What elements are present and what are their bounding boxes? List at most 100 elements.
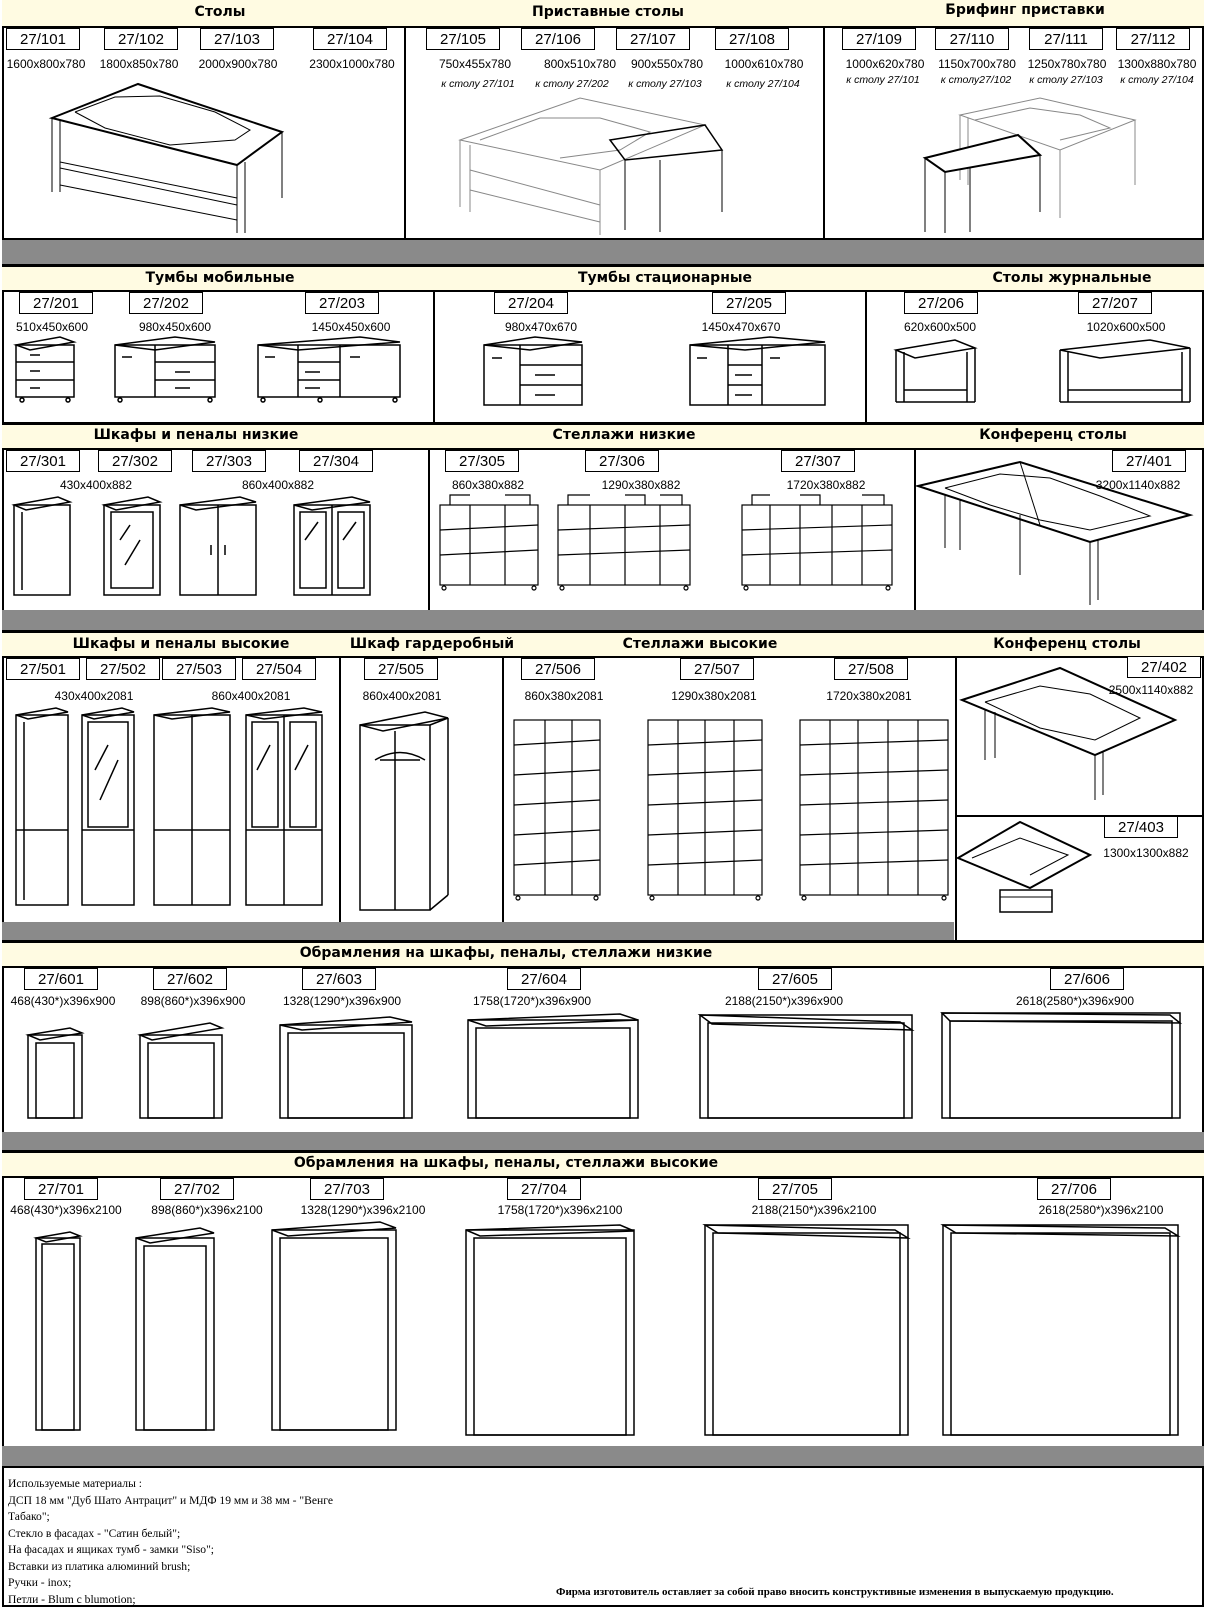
- materials-list: Используемые материалы : ДСП 18 мм "Дуб …: [8, 1476, 333, 1608]
- materials-line: Вставки из платика алюминий brush;: [8, 1559, 191, 1573]
- item-note: к столу 27/101: [846, 74, 920, 86]
- item-code: 27/702: [160, 1178, 234, 1200]
- item-code: 27/505: [364, 658, 438, 680]
- section-title-frames-high: Обрамления на шкафы, пеналы, стеллажи вы…: [293, 1155, 719, 1171]
- materials-line: Используемые материалы :: [8, 1477, 142, 1490]
- item-dimensions: 2618(2580*)х396х900: [1015, 994, 1135, 1008]
- item-dimensions: 2618(2580*)х396х2100: [1038, 1203, 1164, 1217]
- item-code: 27/206: [904, 292, 978, 314]
- row1-frame: [2, 26, 1204, 240]
- item-code: 27/102: [104, 28, 178, 50]
- item-dimensions: 1250х780х780: [1027, 57, 1107, 71]
- row4-divider: [502, 656, 504, 922]
- item-code: 27/302: [98, 450, 172, 472]
- group-dimensions: 430х400х882: [59, 478, 133, 492]
- item-note: к столу 27/101: [441, 78, 515, 90]
- row4-divider: [955, 656, 957, 942]
- item-dimensions: 900х550х780: [630, 57, 704, 71]
- item-code: 27/104: [313, 28, 387, 50]
- materials-line: Табако";: [8, 1510, 50, 1523]
- item-dimensions: 3200х1140х882: [1095, 478, 1181, 492]
- disclaimer: Фирма изготовитель оставляет за собой пр…: [556, 1586, 1114, 1598]
- item-code: 27/401: [1112, 450, 1186, 472]
- item-code: 27/205: [712, 292, 786, 314]
- section-title-low-cabinets: Шкафы и пеналы низкие: [93, 427, 299, 443]
- item-code: 27/101: [6, 28, 80, 50]
- item-dimensions: 2300х1000х780: [309, 57, 395, 71]
- item-note: к столу27/102: [940, 74, 1012, 86]
- item-code: 27/106: [521, 28, 595, 50]
- item-code: 27/701: [24, 1178, 98, 1200]
- item-code: 27/105: [426, 28, 500, 50]
- row4-header: [2, 630, 1204, 658]
- section-title-briefing: Брифинг приставки: [945, 2, 1105, 18]
- item-code: 27/203: [305, 292, 379, 314]
- row1-divider: [404, 26, 406, 240]
- item-code: 27/507: [680, 658, 754, 680]
- item-code: 27/706: [1037, 1178, 1111, 1200]
- item-dimensions: 860х400х2081: [362, 689, 442, 703]
- item-dimensions: 1000х620х780: [845, 57, 925, 71]
- item-note: к столу 27/103: [1029, 74, 1103, 86]
- item-code: 27/502: [86, 658, 160, 680]
- section-title-fixed-pedestals: Тумбы стационарные: [577, 270, 753, 286]
- item-dimensions: 1600х800х780: [6, 57, 86, 71]
- group-dimensions: 860х400х2081: [211, 689, 291, 703]
- section-title-tables: Столы: [194, 4, 246, 20]
- section-title-high-shelves: Стеллажи высокие: [622, 636, 778, 652]
- item-dimensions: 510х450х600: [15, 320, 89, 334]
- item-code: 27/501: [6, 658, 80, 680]
- row1-header: [2, 0, 1204, 28]
- item-note: к столу 27/104: [726, 78, 800, 90]
- section-title-coffee-tables: Столы журнальные: [992, 270, 1152, 286]
- item-code: 27/506: [521, 658, 595, 680]
- item-dimensions: 468(430*)х396х900: [10, 994, 116, 1008]
- item-dimensions: 980х450х600: [138, 320, 212, 334]
- item-dimensions: 860х380х882: [451, 478, 525, 492]
- item-code: 27/301: [6, 450, 80, 472]
- item-dimensions: 898(860*)х396х2100: [151, 1203, 263, 1217]
- item-code: 27/306: [585, 450, 659, 472]
- item-dimensions: 1720х380х882: [786, 478, 866, 492]
- item-code: 27/112: [1116, 28, 1190, 50]
- item-code: 27/604: [507, 968, 581, 990]
- row6-frame: [2, 1176, 1204, 1446]
- item-code: 27/204: [494, 292, 568, 314]
- materials-line: ДСП 18 мм "Дуб Шато Антрацит" и МДФ 19 м…: [8, 1493, 333, 1507]
- item-dimensions: 1020х600х500: [1086, 320, 1166, 334]
- section-title-wardrobe: Шкаф гардеробный: [349, 636, 515, 652]
- row4-frame: [2, 656, 1204, 942]
- item-dimensions: 1328(1290*)х396х2100: [300, 1203, 426, 1217]
- item-dimensions: 2188(2150*)х396х900: [724, 994, 844, 1008]
- row3-header: [2, 422, 1204, 450]
- item-code: 27/202: [129, 292, 203, 314]
- item-dimensions: 1450х450х600: [311, 320, 391, 334]
- item-dimensions: 860х380х2081: [524, 689, 604, 703]
- gray-band: [2, 240, 1204, 264]
- row2-header: [2, 264, 1204, 292]
- item-dimensions: 1000х610х780: [724, 57, 804, 71]
- item-code: 27/603: [302, 968, 376, 990]
- item-dimensions: 2188(2150*)х396х2100: [751, 1203, 877, 1217]
- item-code: 27/201: [19, 292, 93, 314]
- materials-line: На фасадах и ящиках тумб - замки "Siso";: [8, 1543, 215, 1556]
- row5-header: [2, 940, 1204, 968]
- row1-divider: [823, 26, 825, 240]
- materials-line: Ручки - inox;: [8, 1576, 72, 1589]
- item-code: 27/303: [192, 450, 266, 472]
- item-code: 27/606: [1050, 968, 1124, 990]
- gray-band: [2, 1446, 1204, 1466]
- row3-frame: [2, 448, 1204, 610]
- item-note: к столу 27/103: [628, 78, 702, 90]
- item-dimensions: 1300х1300х882: [1103, 846, 1189, 860]
- item-dimensions: 468(430*)х396х2100: [10, 1203, 122, 1217]
- materials-line: Стекло в фасадах - "Сатин белый";: [8, 1526, 181, 1540]
- gray-band: [2, 610, 1204, 632]
- row4-split: [955, 815, 1204, 817]
- item-code: 27/107: [616, 28, 690, 50]
- item-code: 27/601: [24, 968, 98, 990]
- item-code: 27/605: [758, 968, 832, 990]
- item-dimensions: 800х510х780: [543, 57, 617, 71]
